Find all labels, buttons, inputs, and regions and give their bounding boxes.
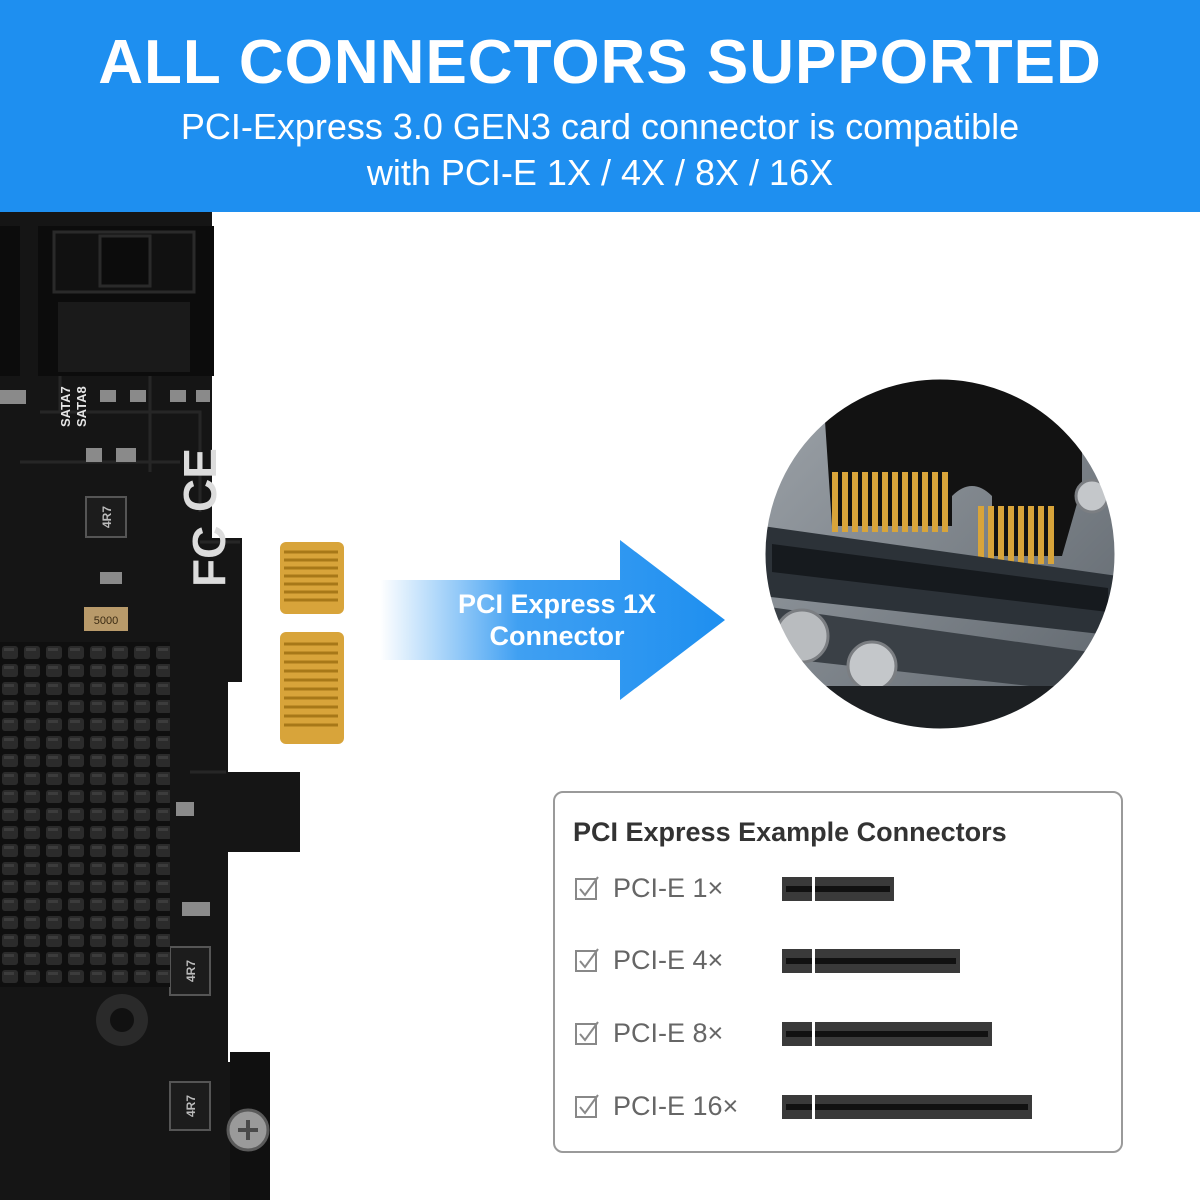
legend-item-label: PCI-E 4× xyxy=(613,945,724,975)
checkbox-checked-icon xyxy=(575,1094,599,1118)
checkbox-checked-icon xyxy=(575,948,599,972)
slot-closeup-photo xyxy=(762,376,1118,732)
capacitor-label: 5000 xyxy=(94,615,118,627)
checkbox-checked-icon xyxy=(575,876,599,900)
arrow-label-line2: Connector xyxy=(489,621,625,651)
checkbox-checked-icon xyxy=(575,1021,599,1045)
header-banner: ALL CONNECTORS SUPPORTED PCI-Express 3.0… xyxy=(0,0,1200,212)
legend-item-4x: PCI-E 4× xyxy=(575,943,1105,983)
legend-item-8x: PCI-E 8× xyxy=(575,1016,1105,1056)
legend-title: PCI Express Example Connectors xyxy=(573,817,1007,847)
arrow-label: PCI Express 1X Connector xyxy=(402,588,712,652)
sata7-label: SATA7 xyxy=(58,386,73,427)
expansion-card-photo: SATA7 SATA8 4R7 4R7 4R7 5000 CE FC xyxy=(0,212,344,1200)
inductor-label-2: 4R7 xyxy=(184,960,198,982)
legend-item-1x: PCI-E 1× xyxy=(575,871,1105,911)
banner-subtitle-line2: with PCI-E 1X / 4X / 8X / 16X xyxy=(366,152,834,193)
inductor-label-1: 4R7 xyxy=(100,506,114,528)
banner-title: ALL CONNECTORS SUPPORTED xyxy=(98,28,1102,97)
slot-16x-icon xyxy=(782,1095,1032,1119)
arrow-label-line1: PCI Express 1X xyxy=(457,589,657,619)
legend-item-16x: PCI-E 16× xyxy=(575,1089,1105,1129)
sata8-label: SATA8 xyxy=(74,386,89,427)
slot-4x-icon xyxy=(782,949,960,973)
inductor-label-3: 4R7 xyxy=(184,1095,198,1117)
legend-item-label: PCI-E 16× xyxy=(613,1091,739,1121)
banner-subtitle: PCI-Express 3.0 GEN3 card connector is c… xyxy=(0,104,1200,196)
legend-item-label: PCI-E 8× xyxy=(613,1018,724,1048)
slot-8x-icon xyxy=(782,1022,992,1046)
legend-item-label: PCI-E 1× xyxy=(613,873,724,903)
arrow-pointer xyxy=(380,540,725,700)
banner-subtitle-line1: PCI-Express 3.0 GEN3 card connector is c… xyxy=(180,106,1020,147)
svg-text:CE: CE xyxy=(174,448,226,512)
connector-legend: PCI Express Example Connectors PCI-E 1× … xyxy=(553,791,1123,1153)
slot-1x-icon xyxy=(782,877,894,901)
svg-text:FC: FC xyxy=(183,526,235,587)
